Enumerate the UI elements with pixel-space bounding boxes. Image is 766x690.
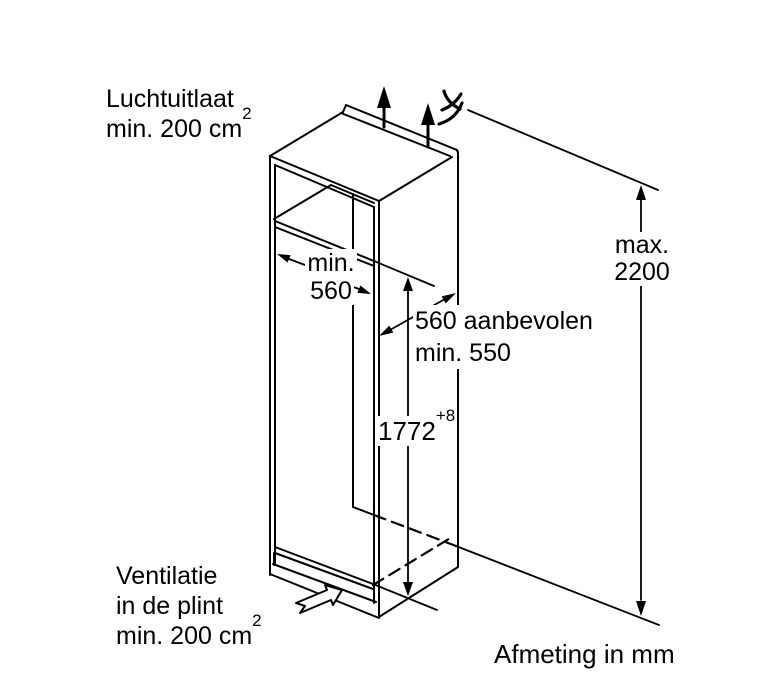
top-compartment-shelf (273, 184, 375, 267)
plinth-airflow-arrow-icon (295, 584, 343, 614)
cabinet-right-panel (378, 151, 459, 618)
cabinet-front-frame (269, 155, 380, 618)
niche-height-tolerance: +8 (435, 406, 456, 426)
hidden-edges (371, 513, 458, 587)
plinth-ventilation-label: Ventilatie in de plint min. 200 cm2 (116, 561, 262, 651)
niche-floor-and-plinth (269, 506, 380, 619)
air-outlet-line1: Luchtuitlaat (106, 85, 234, 113)
cut-symbol-icon (437, 89, 464, 126)
extension-lines (372, 109, 660, 626)
units-footnote: Afmeting in mm (494, 639, 675, 669)
niche-height-value: 1772 (378, 416, 436, 446)
max-height-dimension-label: max. 2200 (604, 232, 680, 286)
units-footnote-text: Afmeting in mm (494, 639, 675, 669)
airflow-up-arrow-icon (421, 103, 435, 149)
depth-line2: min. 550 (413, 337, 513, 369)
max-height-line2: 2200 (612, 258, 672, 286)
inner-width-dimension-label: min. 560 (296, 249, 366, 305)
max-height-line1: max. (612, 231, 672, 259)
plinth-vent-line1: Ventilatie (116, 562, 218, 590)
plinth-vent-line2: in de plint (116, 592, 224, 620)
air-outlet-superscript: 2 (242, 103, 252, 123)
inner-width-line1: min. (305, 249, 357, 277)
cabinet-top-face (269, 104, 459, 202)
plinth-vent-line3: min. 200 cm (116, 622, 253, 650)
plinth-vent-superscript: 2 (252, 610, 262, 630)
inner-width-line2: 560 (308, 277, 354, 305)
niche-height-dimension-label: 1772+8 (376, 407, 458, 446)
air-outlet-line2: min. 200 cm (106, 115, 243, 143)
depth-dimension-label: 560 aanbevolen min. 550 (413, 305, 595, 369)
airflow-up-arrow-icon (377, 86, 391, 129)
dimension-width-min-560 (277, 254, 371, 294)
air-outlet-label: Luchtuitlaat min. 200 cm2 (106, 84, 252, 144)
depth-line1: 560 aanbevolen (413, 305, 595, 337)
